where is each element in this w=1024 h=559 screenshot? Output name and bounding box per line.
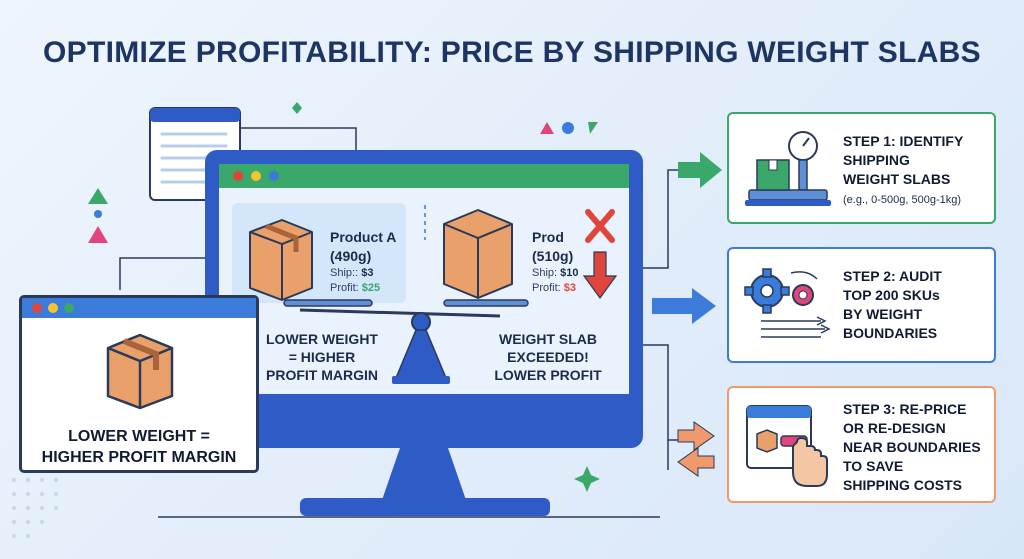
step-line: NEAR BOUNDARIES [843,439,981,455]
step-line: SHIPPING COSTS [843,477,963,493]
box-icon [106,333,174,410]
step-line: TO SAVE [843,458,904,474]
dot-icon [94,210,102,218]
down-arrow-icon [582,251,618,300]
triangle-icon [88,226,108,243]
page-title: OPTIMIZE PROFITABILITY: PRICE BY SHIPPIN… [43,36,981,69]
step-line: TOP 200 SKUs [843,287,940,303]
connector-lines [119,127,678,518]
step-3-card: STEP 3: RE-PRICE OR RE-DESIGN NEAR BOUND… [727,386,996,503]
box-icon [443,209,513,299]
arrow-green-icon [678,152,722,188]
product-a-info: Product A (490g) Ship:: $3 Profit: $25 [330,228,396,296]
sparkle-icon [292,102,302,114]
step-1-card: STEP 1: IDENTIFY SHIPPING WEIGHT SLABS (… [727,112,996,224]
profit-value: $3 [563,282,577,294]
weighing-scale-icon [745,131,831,206]
caption-line: WEIGHT SLAB [499,331,597,347]
step-line: WEIGHT SLABS [843,171,951,187]
profit-value: $25 [361,282,381,294]
caption-line: LOWER WEIGHT [266,331,378,347]
product-a-weight: (490g) [330,248,372,264]
step-line: STEP 1: IDENTIFY [843,133,964,149]
window-dot [32,303,42,313]
balance-scale-icon [283,299,529,384]
profit-label: Profit: [532,282,561,294]
product-a-name: Product A [330,229,397,245]
step-2-title: STEP 2: AUDIT TOP 200 SKUs BY WEIGHT BOU… [843,267,942,343]
step-2-card: STEP 2: AUDIT TOP 200 SKUs BY WEIGHT BOU… [727,247,996,363]
step-line: BY WEIGHT [843,306,923,322]
left-window-caption: LOWER WEIGHT = HIGHER PROFIT MARGIN [22,426,256,468]
step-line: BOUNDARIES [843,325,938,341]
product-b-info: Prod (510g) Ship: $10 Profit: $3 [532,228,579,296]
caption-line: EXCEEDED! [507,349,589,365]
gears-icon [744,268,831,338]
caption-line: PROFIT MARGIN [266,367,378,383]
step-line: SHIPPING [843,152,910,168]
triangle-icon [588,122,598,134]
step-line: OR RE-DESIGN [843,420,946,436]
step-1-note: (e.g., 0-500g, 500g-1kg) [843,194,962,206]
box-icon [249,219,313,301]
product-b-profit: Profit: $3 [532,281,579,296]
hand-click-icon [746,405,828,487]
monitor-left-caption: LOWER WEIGHT = HIGHER PROFIT MARGIN [262,330,382,384]
monitor-right-caption: WEIGHT SLAB EXCEEDED! LOWER PROFIT [486,330,610,384]
step-3-title: STEP 3: RE-PRICE OR RE-DESIGN NEAR BOUND… [843,400,981,495]
product-b-name: Prod [532,229,564,245]
step-1-title: STEP 1: IDENTIFY SHIPPING WEIGHT SLABS [843,132,963,189]
arrow-orange-left-icon [677,447,715,477]
product-a-ship: Ship:: $3 [330,267,374,279]
caption-line: LOWER PROFIT [494,367,602,383]
step-line: STEP 3: RE-PRICE [843,401,967,417]
window-dot [64,303,74,313]
ship-value: $10 [560,267,579,279]
window-dot [48,303,58,313]
dot-icon [562,122,574,134]
left-window-frame: LOWER WEIGHT = HIGHER PROFIT MARGIN [20,296,258,472]
arrow-blue-icon [652,288,716,324]
caption-line: HIGHER PROFIT MARGIN [41,449,237,466]
product-a-profit: Profit: $25 [330,281,396,296]
caption-line: LOWER WEIGHT = [68,428,210,445]
red-x-icon [585,209,615,243]
sparkle-icon [574,466,600,492]
profit-label: Profit: [330,282,359,294]
ship-label: Ship: [532,267,558,279]
step-line: STEP 2: AUDIT [843,268,942,284]
ship-value: $3 [361,267,374,279]
triangle-icon [540,122,554,134]
ship-label: Ship: [330,267,356,279]
triangle-icon [88,188,108,204]
caption-line: = HIGHER [288,349,356,365]
product-b-weight: (510g) [532,248,574,264]
arrow-orange-right-icon [677,421,715,451]
product-b-ship: Ship: $10 [532,266,579,281]
left-window-titlebar [22,298,256,318]
dot-grid [12,478,58,538]
